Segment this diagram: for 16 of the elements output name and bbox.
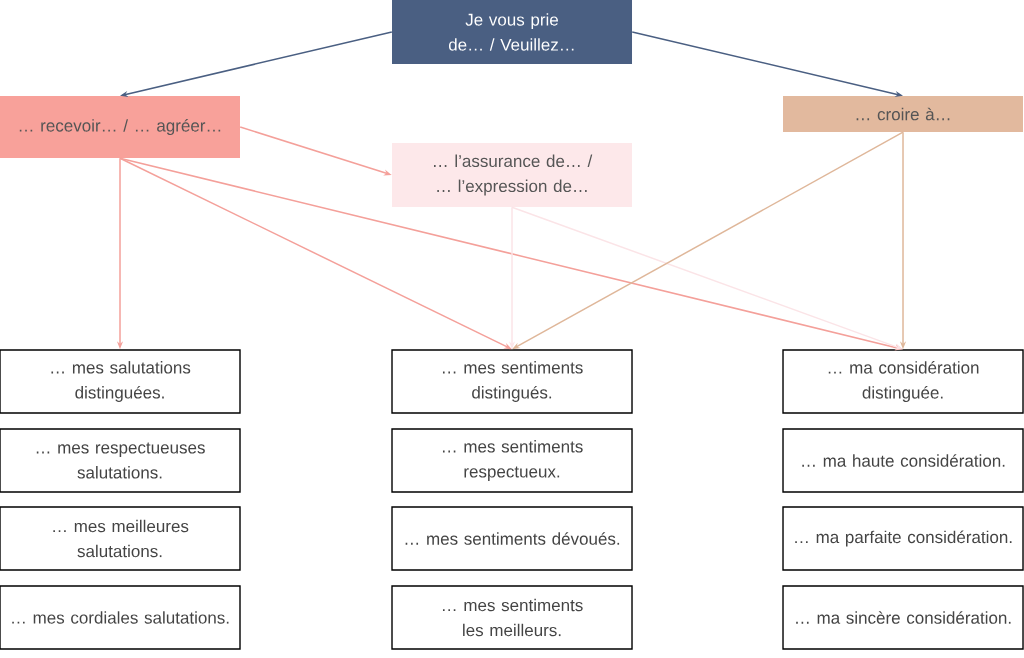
phrase-box: … mes respectueuses salutations. [0,428,241,493]
phrase-box: … mes sentiments distingués. [391,349,633,414]
phrase-box: … ma considération distinguée. [782,349,1024,414]
phrase-box: … mes sentiments respectueux. [391,428,633,493]
header-box: Je vous prie de… / Veuillez… [392,0,632,64]
phrase-box: … mes sentiments les meilleurs. [391,585,633,650]
phrase-box: … ma haute considération. [782,428,1024,493]
phrase-box: … l’assurance de… / … l’expression de… [392,143,632,207]
phrase-box: … croire à… [783,96,1023,132]
phrase-box: … mes salutations distinguées. [0,349,241,414]
phrase-box: … mes meilleures salutations. [0,506,241,571]
phrase-box: … ma parfaite considération. [782,506,1024,571]
phrase-box: … recevoir… / … agréer… [0,96,240,158]
phrase-box: … ma sincère considération. [782,585,1024,650]
phrase-box: … mes sentiments dévoués. [391,506,633,571]
phrase-box: … mes cordiales salutations. [0,585,241,650]
